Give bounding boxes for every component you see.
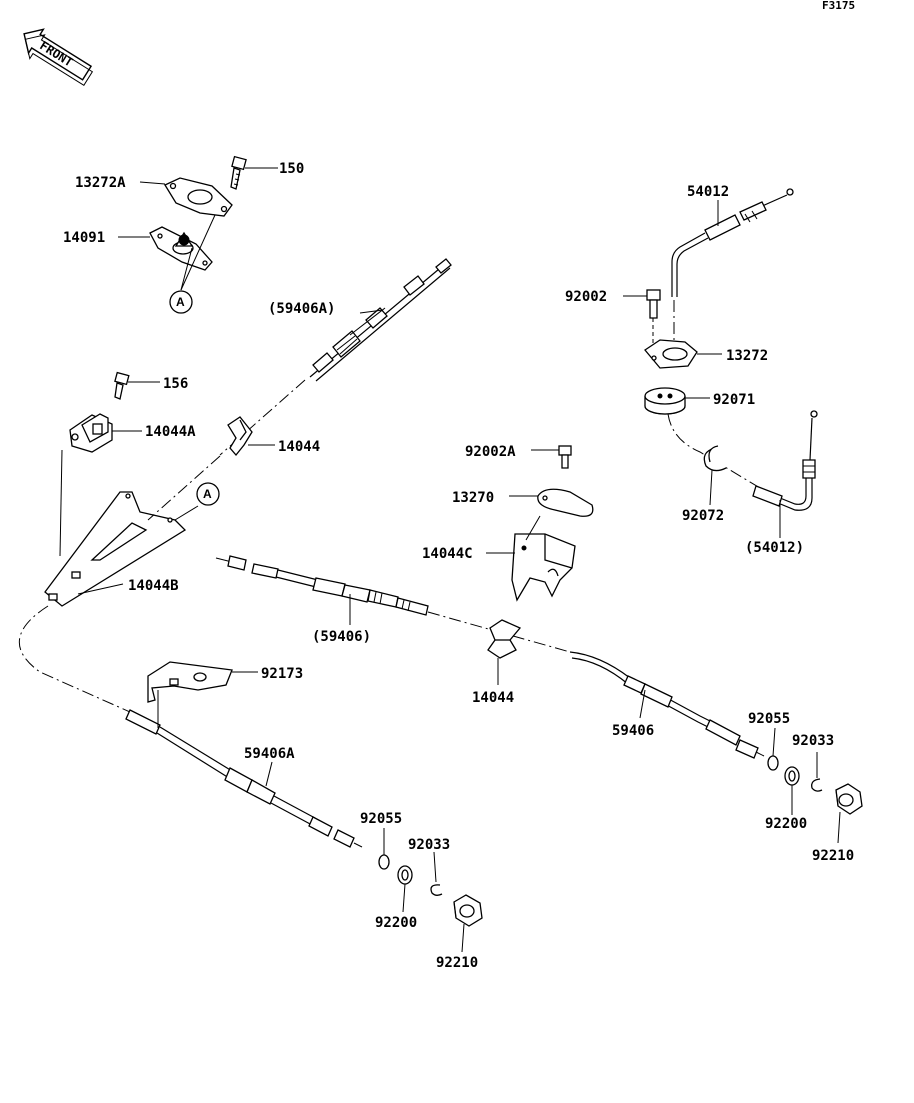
oring-92055-left [378,854,390,870]
label-92055-left: 92055 [360,811,402,827]
clip-92033-left [430,884,443,896]
front-arrow-icon: FRONT [23,28,94,87]
plate-13270 [537,488,594,517]
bracket-14044B [44,491,187,607]
label-59406A-paren: (59406A) [268,301,335,317]
label-14044C: 14044C [422,546,473,562]
leader [433,851,437,883]
label-59406-paren: (59406) [312,629,371,645]
cable-54012-lower [752,410,818,511]
leader [359,309,384,314]
gasket-13272 [644,339,698,369]
leader [265,761,273,787]
nut-92210-right [835,783,863,815]
leader [402,883,406,913]
label-92055-right: 92055 [748,711,790,727]
leader [837,811,841,844]
leader [180,214,216,291]
gasket-13272A [164,177,233,217]
bracket-92173 [147,661,233,703]
leader [349,307,386,336]
dashed-path [147,455,221,521]
label-54012: 54012 [687,184,729,200]
label-92173: 92173 [261,666,303,682]
label-92200-left: 92200 [375,915,417,931]
label-150: 150 [279,161,304,177]
ref-a-mid: A [203,487,212,501]
bolt-150 [230,155,247,190]
leader [639,689,646,719]
label-14044B: 14044B [128,578,179,594]
label-14044-mid: 14044 [472,690,514,706]
bracket-14044C [511,533,576,602]
cable-54012-top [671,188,794,297]
clip-92033-right [811,778,823,792]
clip-14044-top [227,416,253,457]
leader [461,923,465,953]
clip-92072 [703,445,727,472]
leader [174,505,199,521]
label-92072: 92072 [682,508,724,524]
oring-92055-right [767,755,779,771]
label-92071: 92071 [713,392,755,408]
leader [77,583,124,595]
clip-14044-mid [487,619,522,659]
dashed-path [667,413,761,489]
leader [180,247,193,291]
label-156: 156 [163,376,188,392]
label-92002: 92002 [565,289,607,305]
label-92033-left: 92033 [408,837,450,853]
label-14044A: 14044A [145,424,196,440]
label-92210-left: 92210 [436,955,478,971]
label-59406A: 59406A [244,746,295,762]
grommet-92071 [644,387,686,415]
nut-92210-left [453,894,483,927]
boot-14091 [149,226,213,271]
cable-59406A-upper [309,258,452,382]
washer-92200-right [784,766,800,786]
bolt-156 [114,371,130,400]
label-92200-right: 92200 [765,816,807,832]
label-54012-paren: (54012) [745,540,804,556]
cable-59406A-lower [125,709,363,848]
ref-a-top: A [176,295,185,309]
label-59406: 59406 [612,723,654,739]
ref-circle-a [196,482,220,506]
leader [525,515,541,541]
label-92002A: 92002A [465,444,516,460]
label-92033-right: 92033 [792,733,834,749]
label-13270: 13270 [452,490,494,506]
page-id: F3175 [822,0,855,12]
leader [59,449,63,557]
label-13272A: 13272A [75,175,126,191]
leader [772,727,776,757]
clamp-14044A [69,413,113,453]
cable-59406-right [569,651,765,759]
dashed-path [18,605,131,713]
label-14044-top: 14044 [278,439,320,455]
ref-circle-a [169,290,193,314]
cable-59406-middle [215,555,429,616]
leader [139,181,166,185]
label-14091: 14091 [63,230,105,246]
label-92210-right: 92210 [812,848,854,864]
bolt-92002 [646,289,661,319]
washer-92200-left [397,865,413,885]
bolt-92002A [558,445,572,469]
leader [709,469,713,506]
label-13272: 13272 [726,348,768,364]
